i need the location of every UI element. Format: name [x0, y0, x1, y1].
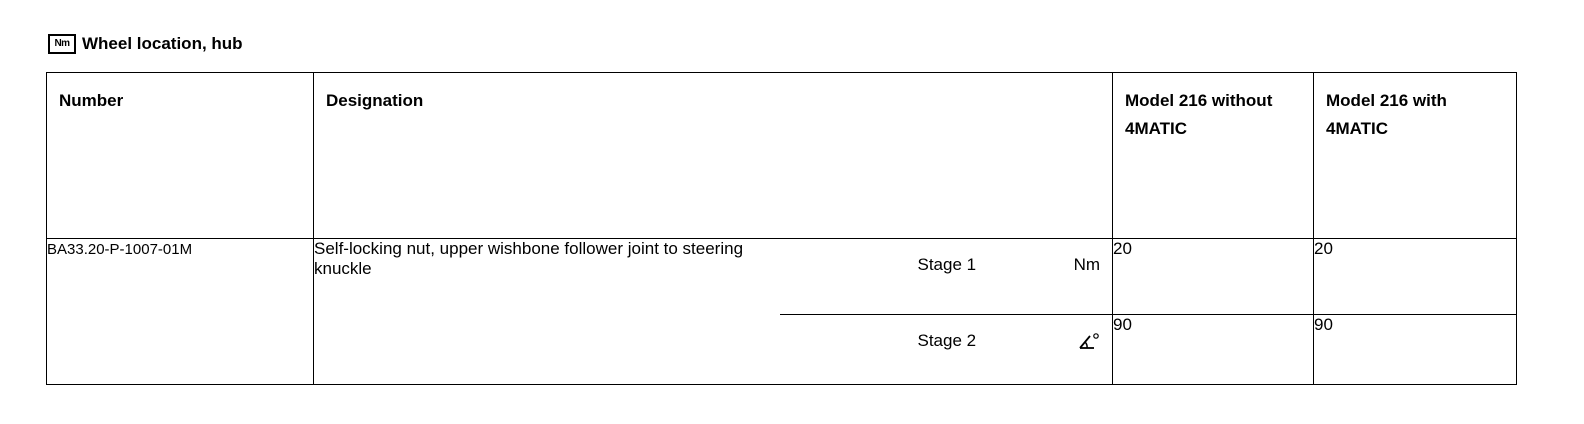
cell-number: BA33.20-P-1007-01M	[46, 238, 314, 385]
header-model-without-4matic: Model 216 without 4MATIC	[1112, 72, 1315, 239]
table-row: Stage 2 90 90	[47, 314, 1518, 385]
designation-text: Self-locking nut, upper wishbone followe…	[314, 239, 744, 278]
angle-degree-icon	[1078, 331, 1100, 351]
stage-2-with-4matic-value: 90	[1314, 315, 1333, 334]
stage-1-without-4matic-value: 20	[1113, 239, 1132, 258]
cell-stage-1-without-4matic: 20	[1112, 238, 1315, 315]
table-row: BA33.20-P-1007-01M Self-locking nut, upp…	[46, 238, 1518, 385]
part-number: BA33.20-P-1007-01M	[47, 241, 193, 258]
angle-degree-icon-graphic	[1079, 333, 1099, 349]
cell-stage-2-without-4matic: 90	[1112, 314, 1315, 385]
torque-nm-icon: Nm	[48, 34, 76, 54]
header-model-with-4matic: Model 216 with 4MATIC	[1313, 72, 1518, 239]
stage-1-label: Stage 1	[917, 255, 977, 274]
stage-2-label: Stage 2	[917, 331, 977, 350]
header-designation: Designation	[312, 72, 1114, 239]
torque-spec-table: Number Designation Model 216 without 4MA…	[46, 72, 1518, 385]
cell-stage-2-with-4matic: 90	[1313, 314, 1518, 385]
header-number: Number	[46, 72, 314, 239]
cell-stage-2: Stage 2	[779, 314, 1114, 385]
section-heading: Nm Wheel location, hub	[48, 32, 243, 56]
cell-designation: Self-locking nut, upper wishbone followe…	[313, 238, 780, 315]
stage-2-without-4matic-value: 90	[1113, 315, 1132, 334]
table-header-row: Number Designation Model 216 without 4MA…	[46, 72, 1518, 239]
stage-1-unit: Nm	[1073, 255, 1101, 274]
cell-stage-1-with-4matic: 20	[1313, 238, 1518, 315]
section-title: Wheel location, hub	[82, 34, 243, 53]
stage-1-with-4matic-value: 20	[1314, 239, 1333, 258]
cell-stage-1: Stage 1 Nm	[779, 238, 1114, 315]
cell-designation-continued	[313, 314, 780, 385]
